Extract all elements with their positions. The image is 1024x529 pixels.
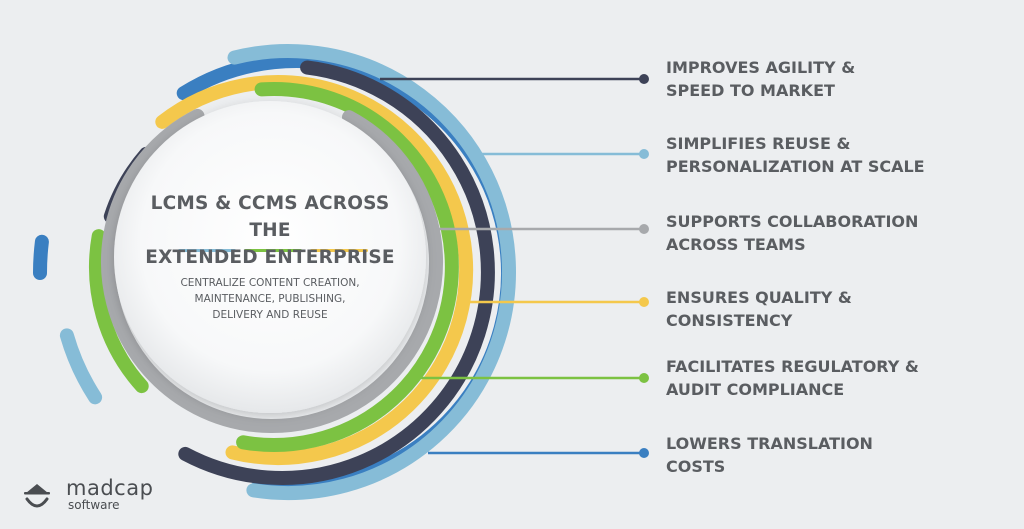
benefit-compliance-line-2: AUDIT COMPLIANCE — [666, 380, 845, 399]
divider-segment-1 — [178, 249, 236, 252]
arc-navy-outer — [178, 60, 495, 485]
logo-name: madcap — [66, 476, 154, 500]
benefit-collaboration-line-2: ACROSS TEAMS — [666, 235, 806, 254]
center-title: LCMS & CCMS ACROSS THE EXTENDED ENTERPRI… — [135, 190, 405, 271]
arc-light-blue-dash — [59, 328, 103, 405]
benefit-translation-line-2: COSTS — [666, 457, 726, 476]
benefit-translation: LOWERS TRANSLATION COSTS — [666, 432, 1016, 478]
benefit-collaboration-line-1: SUPPORTS COLLABORATION — [666, 212, 919, 231]
benefit-agility: IMPROVES AGILITY & SPEED TO MARKET — [666, 56, 1016, 102]
connector-agility-dot — [639, 74, 649, 84]
madcap-logo: madcap software — [66, 477, 153, 511]
arc-blue-dash — [32, 234, 49, 280]
center-subtitle-line-3: DELIVERY AND REUSE — [212, 309, 328, 321]
arc-gray — [101, 108, 443, 433]
benefit-compliance-line-1: FACILITATES REGULATORY & — [666, 357, 919, 376]
divider-segment-3 — [310, 249, 368, 252]
connector-translation-dot — [639, 448, 649, 458]
arc-green-left — [89, 229, 149, 394]
benefit-agility-line-1: IMPROVES AGILITY & — [666, 58, 856, 77]
connector-reuse-dot — [639, 149, 649, 159]
benefit-collaboration: SUPPORTS COLLABORATION ACROSS TEAMS — [666, 210, 1016, 256]
benefit-quality-line-2: CONSISTENCY — [666, 311, 793, 330]
connector-quality-dot — [639, 297, 649, 307]
benefit-quality: ENSURES QUALITY & CONSISTENCY — [666, 286, 1016, 332]
divider-segment-2 — [244, 249, 302, 252]
center-disc — [114, 101, 426, 413]
arc-green-right — [236, 81, 459, 452]
benefit-reuse-line-1: SIMPLIFIES REUSE & — [666, 134, 851, 153]
benefit-quality-line-1: ENSURES QUALITY & — [666, 288, 852, 307]
connector-compliance-dot — [639, 373, 649, 383]
center-title-line-1: LCMS & CCMS ACROSS THE — [150, 193, 390, 241]
title-divider — [178, 249, 368, 252]
ring-arcs — [32, 44, 516, 501]
logo-tagline: software — [68, 498, 120, 512]
benefit-reuse: SIMPLIFIES REUSE & PERSONALIZATION AT SC… — [666, 132, 1016, 178]
center-subtitle-line-1: CENTRALIZE CONTENT CREATION, — [180, 277, 360, 289]
connector-lines — [380, 74, 649, 458]
connector-collaboration-dot — [639, 224, 649, 234]
benefit-translation-line-1: LOWERS TRANSLATION — [666, 434, 873, 453]
center-title-line-2: EXTENDED ENTERPRISE — [145, 247, 395, 268]
benefit-agility-line-2: SPEED TO MARKET — [666, 81, 835, 100]
benefit-reuse-line-2: PERSONALIZATION AT SCALE — [666, 157, 925, 176]
madcap-logo-icon — [24, 484, 50, 508]
arc-light-blue-outer — [227, 44, 516, 501]
center-subtitle: CENTRALIZE CONTENT CREATION, MAINTENANCE… — [140, 275, 400, 323]
center-subtitle-line-2: MAINTENANCE, PUBLISHING, — [194, 293, 346, 305]
benefit-compliance: FACILITATES REGULATORY & AUDIT COMPLIANC… — [666, 355, 1016, 401]
